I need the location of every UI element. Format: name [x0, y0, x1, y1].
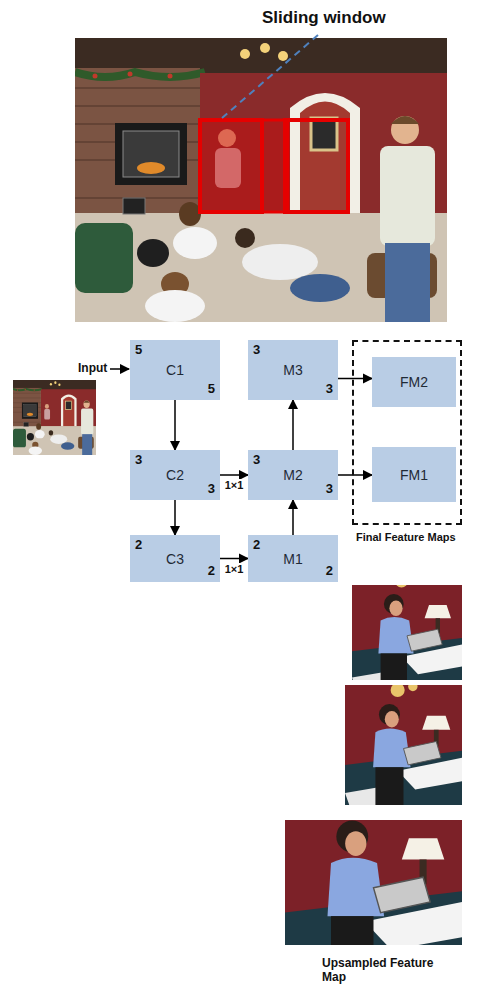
connector-arrow: [220, 558, 248, 560]
process-box: 5C15: [130, 340, 220, 400]
input-thumbnail: [13, 380, 96, 455]
channel-number: 2: [326, 564, 333, 579]
channel-number: 5: [135, 343, 142, 358]
connector-arrow: [292, 400, 294, 450]
channel-number: 3: [135, 453, 142, 468]
box-label: C3: [166, 550, 184, 566]
process-box: 2C32: [130, 535, 220, 582]
upsampled-crop: [352, 572, 462, 693]
channel-number: 2: [135, 538, 142, 553]
channel-number: 3: [253, 453, 260, 468]
room-photo: [75, 38, 447, 322]
window-overlay: [200, 120, 288, 212]
channel-number: 3: [208, 482, 215, 497]
channel-number: 3: [253, 343, 260, 358]
leader-line: [222, 35, 318, 118]
process-box: FM2: [372, 357, 456, 407]
box-label: C1: [166, 362, 184, 378]
sliding-window: [200, 120, 262, 212]
connector-arrow: [174, 400, 176, 450]
process-box: 3C23: [130, 450, 220, 500]
sliding-window: [285, 120, 348, 212]
channel-number: 2: [208, 564, 215, 579]
box-label: FM1: [400, 466, 428, 482]
connector-arrow: [220, 474, 248, 476]
connector-arrow: [292, 500, 294, 535]
box-label: FM2: [400, 374, 428, 390]
connector-arrow: [338, 378, 372, 380]
group-heading: Final Feature Maps: [356, 531, 456, 544]
process-box: 3M23: [248, 450, 338, 500]
upsampled-crop: [285, 785, 462, 980]
box-label: M2: [283, 467, 302, 483]
group-frame: FM2FM1Final Feature Maps: [352, 340, 462, 525]
process-box: 2M12: [248, 535, 338, 582]
connector-arrow: [338, 474, 372, 476]
title: Sliding window: [262, 8, 386, 28]
edge-label: 1×1: [224, 563, 245, 575]
box-label: C2: [166, 467, 184, 483]
box-label: M3: [283, 362, 302, 378]
edge-label: 1×1: [224, 479, 245, 491]
text-label: Input: [78, 361, 107, 375]
channel-number: 3: [326, 382, 333, 397]
text-label: Upsampled Feature Map: [322, 956, 442, 985]
channel-number: 5: [208, 382, 215, 397]
input-arrow: [110, 368, 129, 370]
box-label: M1: [283, 550, 302, 566]
connector-arrow: [174, 500, 176, 535]
channel-number: 3: [326, 482, 333, 497]
process-box: 3M33: [248, 340, 338, 400]
channel-number: 2: [253, 538, 260, 553]
upsampled-crop: [345, 681, 462, 810]
process-box: FM1: [372, 447, 456, 502]
